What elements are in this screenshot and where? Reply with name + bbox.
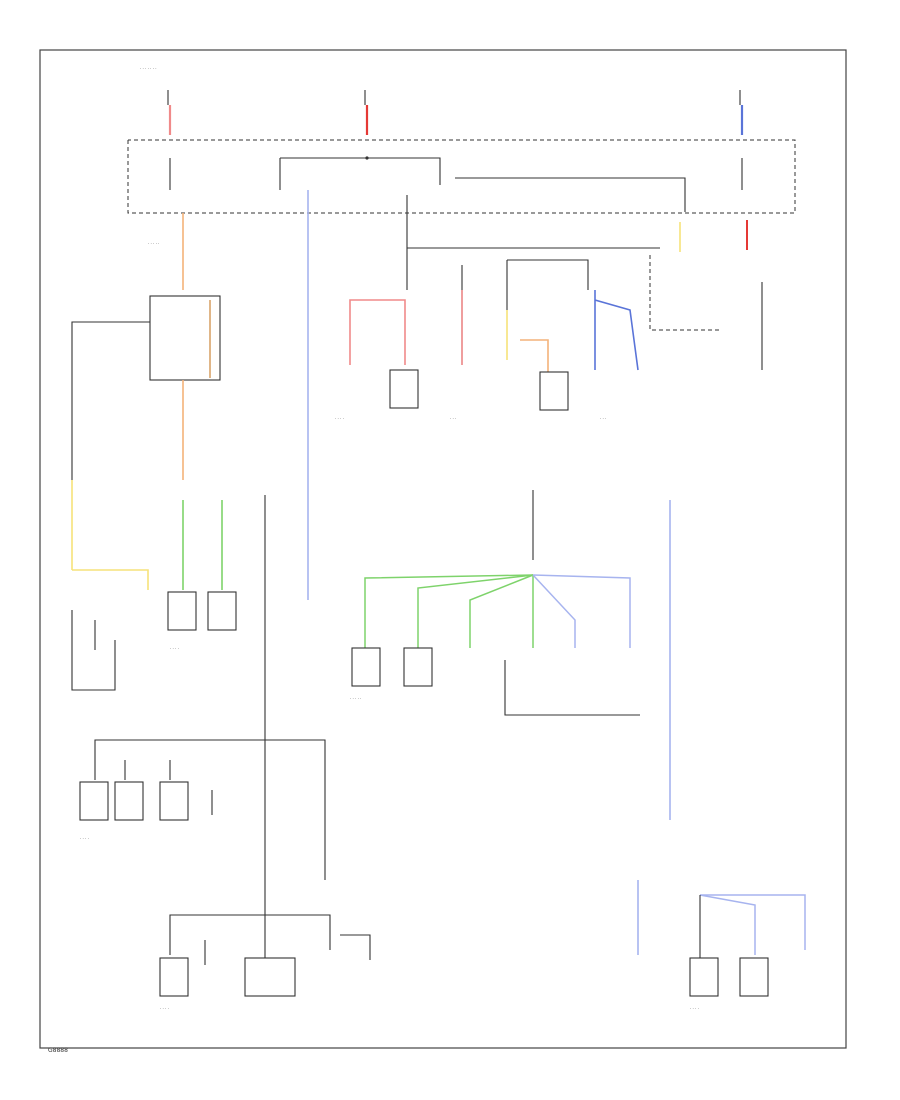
svg-text:· · · · ·: · · · · ·: [148, 241, 159, 246]
faint-labels: · · · · · · · · · · · · · · · · · · · · …: [80, 241, 699, 1011]
source-center: [364, 90, 369, 135]
corner-label: G8888: [48, 1047, 68, 1054]
svg-text:· · · ·: · · · ·: [160, 1006, 169, 1011]
mid-right-fanout: [351, 490, 640, 716]
svg-text:· · · ·: · · · ·: [335, 416, 344, 421]
svg-text:· · · ·: · · · ·: [80, 836, 89, 841]
blue-circuit-top: [594, 290, 639, 371]
yellow-circuit: [506, 222, 681, 372]
svg-text:· · ·: · · ·: [450, 416, 456, 421]
top-bus: [169, 156, 743, 212]
source-right: [739, 90, 744, 135]
mid-left-circuits: [71, 480, 237, 691]
top-components: [389, 255, 763, 411]
left-feed: [71, 213, 221, 480]
svg-text:· · · · ·: · · · · ·: [350, 696, 361, 701]
red-circuits: [349, 220, 748, 365]
svg-text:· · · ·: · · · ·: [690, 1006, 699, 1011]
bottom-right-group: [637, 880, 806, 997]
diagram-frame: [39, 49, 847, 1049]
lower-left-group: [79, 739, 326, 880]
bottom-left-group: [159, 914, 371, 997]
relay-box: [149, 295, 221, 381]
fuse-box-enclosure: [127, 139, 796, 214]
source-left: · · · · · · ·: [140, 66, 172, 135]
svg-text:· · · ·: · · · ·: [170, 646, 179, 651]
svg-text:· · · · · · ·: · · · · · · ·: [140, 66, 157, 71]
svg-text:· · ·: · · ·: [600, 416, 606, 421]
